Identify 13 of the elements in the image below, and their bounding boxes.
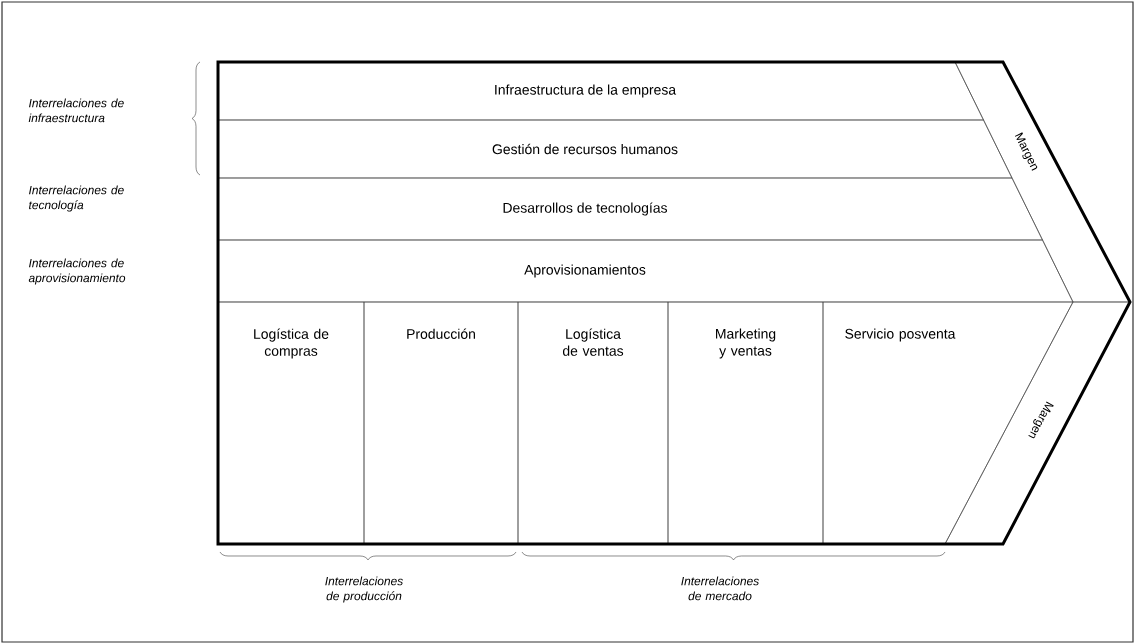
activity-column: Marketing y ventas <box>667 301 824 545</box>
activity-row: Infraestructura de la empresa <box>217 61 984 121</box>
annotation-text: Interrelaciones de mercado <box>681 576 759 601</box>
activity-row: Aprovisionamientos <box>217 239 1074 303</box>
activity-row: Gestión de recursos humanos <box>217 119 1013 179</box>
activity-column: Logística de ventas <box>517 301 669 545</box>
annotation-text: Interrelaciones de aprovisionamiento <box>28 258 126 285</box>
activity-row: Desarrollos de tecnologías <box>217 177 1043 241</box>
activity-column: Logística de compras <box>217 301 365 545</box>
annotation-text: Interrelaciones de infraestructura <box>28 98 124 123</box>
annotation-text: Interrelaciones de producción <box>325 576 403 603</box>
activity-column: Producción <box>363 301 519 545</box>
annotation-text: Interrelaciones de tecnología <box>29 185 124 212</box>
